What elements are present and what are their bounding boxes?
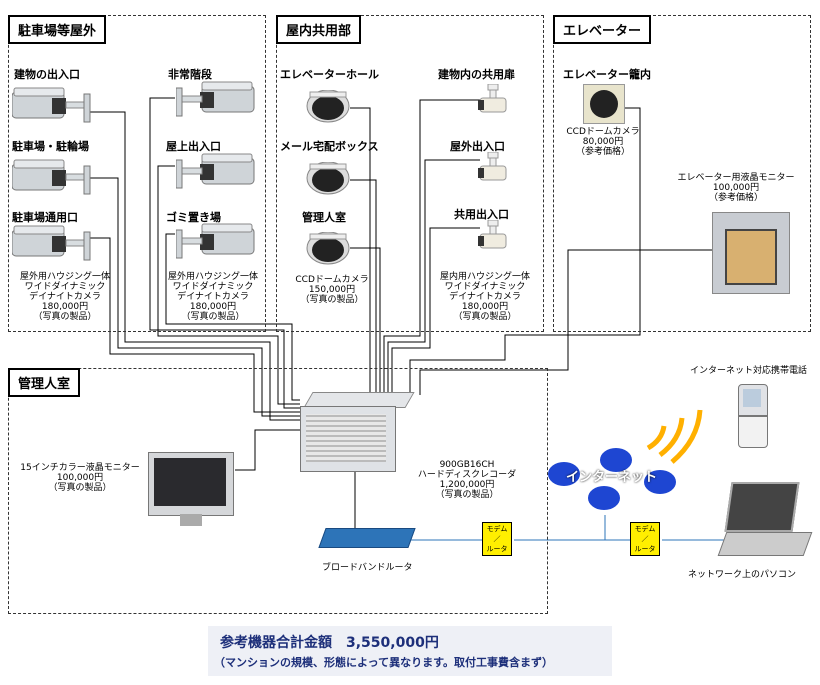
camera-label-common-entrance: 共用出入口 bbox=[454, 208, 509, 221]
indoor-camera-icon bbox=[478, 220, 507, 249]
zone-title: 屋内共用部 bbox=[276, 15, 362, 44]
camera-label-parking-side-door: 駐車場通用口 bbox=[12, 211, 78, 224]
total-cost: 参考機器合計金額 3,550,000円 bbox=[220, 635, 439, 651]
zone-management-office: 管理人室 bbox=[8, 368, 548, 614]
total-cost-panel: 参考機器合計金額 3,550,000円 （マンションの規模、形態によって異なりま… bbox=[208, 626, 612, 676]
dome-camera-icon bbox=[306, 90, 350, 123]
indoor-camera-icon bbox=[478, 84, 507, 113]
camera-label-elevator-hall: エレベーターホール bbox=[280, 68, 379, 81]
modem-router-box: モデム／ルータ bbox=[482, 522, 512, 556]
mobile-phone-label: インターネット対応携帯電話 bbox=[690, 366, 808, 376]
elevator-camera-icon bbox=[583, 84, 625, 124]
zone-title: 駐車場等屋外 bbox=[8, 15, 107, 44]
pc-label: ネットワーク上のパソコン bbox=[688, 570, 797, 580]
dome-camera-icon bbox=[306, 162, 350, 195]
hard-disk-recorder-icon bbox=[300, 392, 415, 472]
camera-label-rooftop-entrance: 屋上出入口 bbox=[166, 140, 221, 153]
outdoor-camera-icon bbox=[176, 81, 255, 117]
camera-label-building-common-door: 建物内の共用扉 bbox=[438, 68, 515, 81]
router-label: ブロードバンドルータ bbox=[322, 563, 413, 573]
camera-label-outdoor-entrance: 屋外出入口 bbox=[450, 140, 505, 153]
camera-label-building-entrance: 建物の出入口 bbox=[14, 68, 80, 81]
zone-title: 管理人室 bbox=[8, 368, 81, 397]
mobile-phone-icon bbox=[738, 384, 768, 448]
internet-cloud: インターネット bbox=[548, 448, 678, 510]
zone-parking-outdoor: 駐車場等屋外 bbox=[8, 15, 266, 332]
camera-label-parking-bicycle: 駐車場・駐輪場 bbox=[12, 140, 89, 153]
cost-note: （マンションの規模、形態によって異なります。取付工事費含まず） bbox=[214, 656, 554, 669]
outdoor-camera-icon bbox=[12, 87, 91, 123]
dome-camera-icon bbox=[306, 232, 350, 265]
zone-indoor-common: 屋内共用部 bbox=[276, 15, 544, 332]
elevator-monitor-icon bbox=[712, 212, 790, 294]
zone-elevator: エレベーター bbox=[553, 15, 811, 332]
camera-label-manager-room: 管理人室 bbox=[302, 211, 346, 224]
camera-label-mail-box: メール宅配ボックス bbox=[280, 140, 379, 153]
camera-label-emergency-stairs: 非常階段 bbox=[168, 68, 212, 81]
camera-label-garbage-area: ゴミ置き場 bbox=[166, 211, 221, 224]
lcd-monitor-icon bbox=[148, 452, 234, 532]
outdoor-camera-icon bbox=[12, 225, 91, 261]
outdoor-camera-icon bbox=[176, 153, 255, 189]
outdoor-camera-icon bbox=[12, 159, 91, 195]
broadband-router-icon bbox=[318, 528, 416, 548]
camera-label-elevator-car: エレベーター籠内 bbox=[563, 68, 651, 81]
internet-label: インターネット bbox=[566, 470, 658, 485]
outdoor-camera-icon bbox=[176, 223, 255, 259]
indoor-camera-icon bbox=[478, 152, 507, 181]
zone-title: エレベーター bbox=[553, 15, 652, 44]
laptop-icon bbox=[717, 482, 813, 562]
modem-router-box: モデム／ルータ bbox=[630, 522, 660, 556]
